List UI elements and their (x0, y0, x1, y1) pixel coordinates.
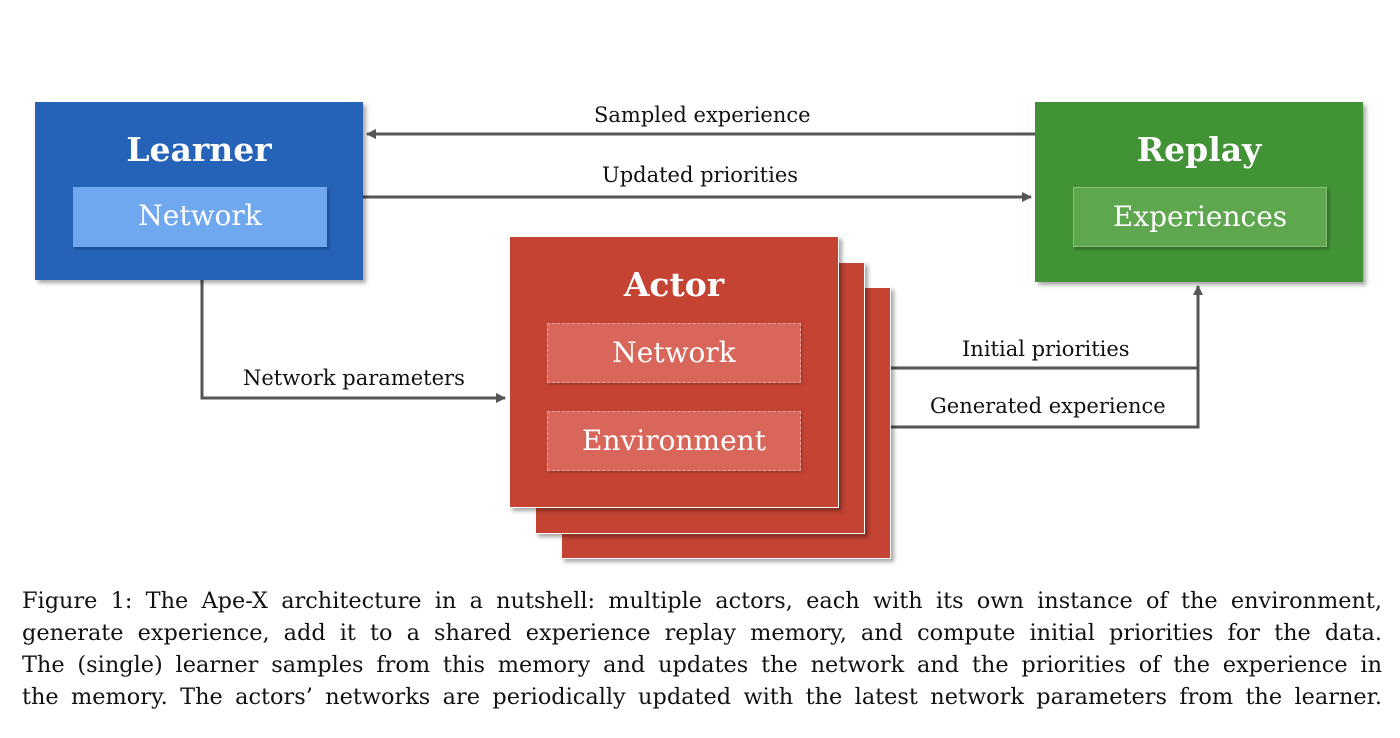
actor-environment-box: Environment (547, 411, 801, 471)
line-generated-experience (891, 368, 1200, 429)
figure-caption: Figure 1: The Ape-X architecture in a nu… (22, 585, 1382, 713)
caption-line: Figure 1: The Ape-X architecture in a nu… (22, 588, 1382, 614)
actor-box: Actor Network Environment (509, 236, 839, 508)
learner-title: Learner (126, 130, 272, 169)
caption-line: the memory. The actors’ networks are per… (22, 684, 1382, 710)
caption-line: The (single) learner samples from this m… (22, 652, 1382, 678)
replay-box: Replay Experiences (1035, 102, 1363, 282)
arrow-network-parameters (200, 280, 506, 403)
label-generated-experience: Generated experience (930, 394, 1166, 418)
caption-line: generate experience, add it to a shared … (22, 620, 1382, 646)
learner-network-box: Network (73, 187, 327, 247)
actor-title: Actor (623, 265, 725, 304)
label-initial-priorities: Initial priorities (962, 337, 1130, 361)
replay-experiences-box: Experiences (1073, 187, 1327, 247)
replay-title: Replay (1136, 130, 1262, 169)
learner-box: Learner Network (35, 102, 363, 280)
label-network-parameters: Network parameters (243, 366, 465, 390)
label-sampled-experience: Sampled experience (594, 103, 811, 127)
actor-network-box: Network (547, 323, 801, 383)
label-updated-priorities: Updated priorities (602, 163, 799, 187)
